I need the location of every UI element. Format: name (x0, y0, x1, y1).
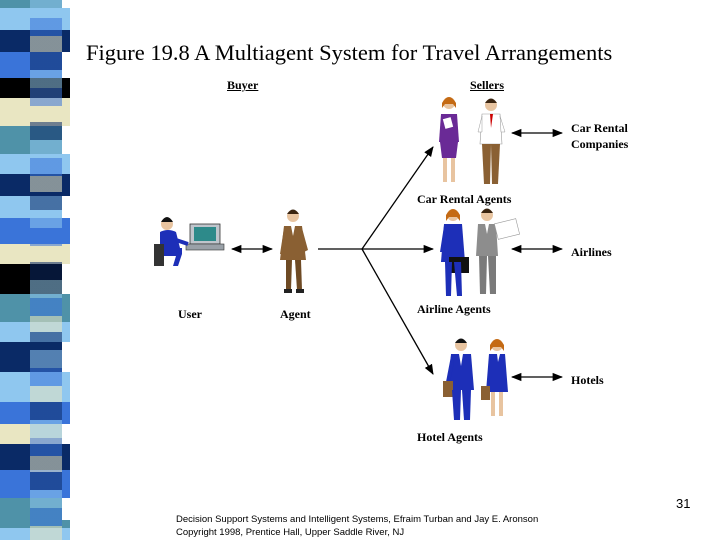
hotel-agent-man-icon (443, 338, 474, 420)
stripe-inner-band (30, 0, 62, 540)
decorative-stripe-bar (0, 0, 70, 540)
airline-agents-label: Airline Agents (417, 302, 491, 316)
sellers-label: Sellers (470, 78, 504, 92)
buyer-agent-icon (280, 209, 308, 293)
page-number: 31 (676, 496, 691, 511)
hotel-agents-label: Hotel Agents (417, 430, 483, 444)
hotels-label: Hotels (571, 373, 604, 387)
airline-agent-woman-icon (440, 209, 469, 296)
buyer-label: Buyer (227, 78, 259, 92)
user-at-computer-icon (154, 217, 225, 266)
airlines-label: Airlines (571, 245, 612, 259)
footer-line-2: Copyright 1998, Prentice Hall, Upper Sad… (176, 527, 405, 538)
car-rental-companies-label-line1: Car Rental (571, 121, 628, 135)
car-rental-agents-label: Car Rental Agents (417, 192, 512, 206)
footer-line-1: Decision Support Systems and Intelligent… (176, 514, 539, 525)
car-rental-agent-woman-icon (439, 97, 459, 182)
car-rental-agent-man-icon (477, 98, 506, 184)
arrows (230, 128, 564, 382)
agent-label: Agent (280, 307, 311, 321)
arrow-hub-hotel (361, 248, 434, 375)
user-label: User (178, 307, 202, 321)
car-rental-companies-label-line2: Companies (571, 137, 629, 151)
airline-agent-man-icon (476, 208, 520, 294)
arrow-hub-car-rental (361, 146, 434, 250)
slide-title: Figure 19.8 A Multiagent System for Trav… (86, 40, 613, 65)
hotel-agent-woman-icon (481, 339, 508, 416)
